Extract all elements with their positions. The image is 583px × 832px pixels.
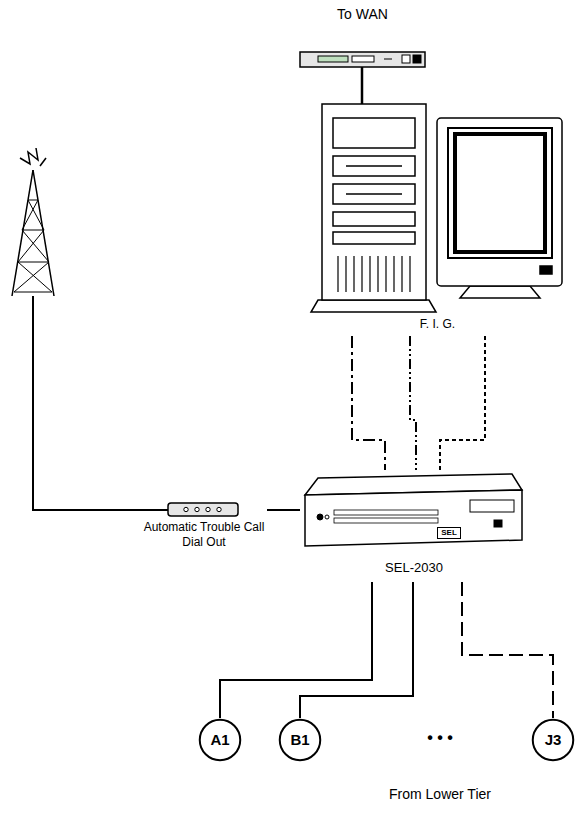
connector-line	[440, 336, 485, 470]
circle-shape	[200, 720, 240, 760]
computer-tower	[311, 104, 436, 312]
tier-label: From Lower Tier	[360, 786, 520, 804]
node-text: Automatic Trouble Call Dial Out	[141, 520, 267, 550]
connector-line	[462, 582, 553, 718]
circle-shape	[280, 720, 320, 760]
connector-line	[300, 582, 413, 718]
connector-line	[220, 582, 372, 718]
antenna-wire	[33, 296, 168, 510]
modem-node: Automatic Trouble Call Dial Out	[141, 498, 267, 566]
wan-label: To WAN	[300, 6, 425, 24]
antenna-tower	[12, 148, 54, 296]
node-text: A1	[210, 731, 229, 750]
sel-2030-device	[305, 474, 522, 546]
sel-2030-node: SEL-2030	[300, 470, 528, 582]
terminal-circle: B1	[278, 718, 322, 762]
node-text: SEL-2030	[385, 560, 443, 576]
computer-node: F. I. G.	[305, 100, 570, 336]
connector-line	[267, 509, 300, 511]
logo-label: SEL	[437, 527, 461, 539]
terminal-circle: A1	[198, 718, 242, 762]
ellipsis-label: • • •	[385, 728, 495, 748]
terminal-circle: J3	[531, 718, 575, 762]
node-text: B1	[290, 731, 309, 750]
node-text: F. I. G.	[420, 317, 455, 332]
node-text: J3	[545, 731, 562, 750]
circle-shape	[533, 720, 573, 760]
modem-icon	[168, 503, 238, 516]
monitor	[437, 118, 562, 298]
router-icon	[300, 52, 425, 67]
wan-wire	[361, 67, 364, 104]
connector-line	[352, 336, 385, 470]
connector-line	[410, 336, 416, 470]
